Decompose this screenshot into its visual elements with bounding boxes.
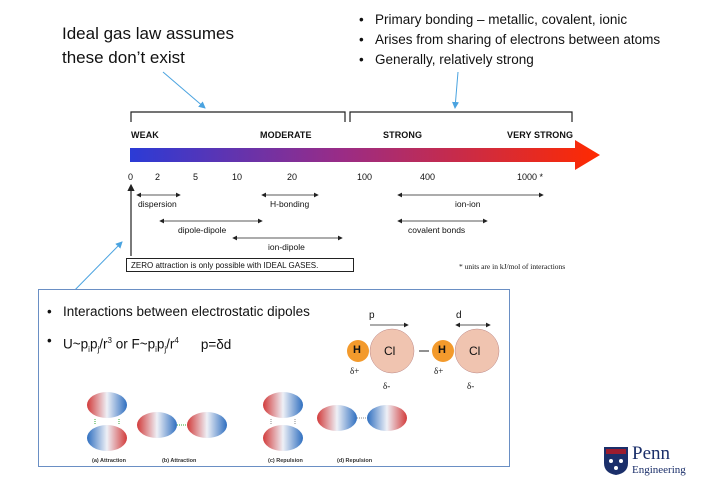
dipole-c-bottom [263,425,303,451]
tick-2: 2 [155,172,161,182]
dipole-a-top [87,392,127,418]
primary-bonding-bracket [349,111,573,122]
ideal-gas-bracket [130,111,346,122]
h-label-2: H [438,344,446,356]
covalent-bonds-label: covalent bonds [408,225,466,235]
h-label-1: H [353,344,361,356]
dipole-d-left [317,405,357,431]
dipole-bullet-2: U~pipj/r3 or F~pipj/r4p=δd [45,326,310,364]
dipole-b-right [187,412,227,438]
tick-400: 400 [420,172,436,182]
tick-10: 10 [232,172,243,182]
tick-0: 0 [128,172,134,182]
cl-label-2: Cl [469,344,481,358]
units-note: * units are in kJ/mol of interactions [459,262,566,271]
penn-logo-word: Penn [632,443,670,464]
zero-pointer [67,241,123,298]
dipole-d-right [367,405,407,431]
primary-bonding-bullet-3: Generally, relatively strong [357,50,660,70]
dipole-orientation-illustrations [87,392,407,451]
label-moderate: MODERATE [260,130,312,140]
h-atom-2 [432,340,454,362]
primary-bonding-bullet-1: Primary bonding – metallic, covalent, io… [357,10,660,30]
dipole-c-top [263,392,303,418]
label-weak: WEAK [131,130,159,140]
label-very-strong: VERY STRONG [507,130,574,140]
delta-minus-1: δ- [383,381,391,391]
penn-logo-sub: Engineering [632,464,686,476]
cl-label-1: Cl [384,344,396,358]
tick-5: 5 [193,172,199,182]
tick-100: 100 [357,172,373,182]
primary-bonding-bullet-2: Arises from sharing of electrons between… [357,30,660,50]
ion-dipole-label: ion-dipole [268,242,305,252]
ion-ion-label: ion-ion [455,199,481,209]
dipole-bullets: Interactions between electrostatic dipol… [45,297,310,364]
ideal-gas-note: Ideal gas law assumes these don’t exist [62,24,234,67]
strength-arrow [130,140,600,170]
dispersion-label: dispersion [138,199,177,209]
cl-atom-2 [454,328,500,374]
dipole-dipole-label: dipole-dipole [178,225,227,235]
hcl-dipole-diagram [347,322,500,374]
h-bonding-label: H-bonding [270,199,310,209]
caption-c: (c) Repulsion [268,458,303,464]
zero-attraction-note: ZERO attraction is only possible with ID… [126,258,354,272]
tick-20: 20 [287,172,298,182]
cl-atom-1 [369,328,415,374]
delta-plus-2: δ+ [434,366,444,376]
d-label: d [456,310,462,321]
dipole-bullet-1: Interactions between electrostatic dipol… [45,297,310,326]
caption-d: (d) Repulsion [337,458,373,464]
caption-b: (b) Attraction [162,458,197,464]
dipole-b-left [137,412,177,438]
penn-shield-icon [604,447,628,475]
caption-a: (a) Attraction [92,458,127,464]
primary-bonding-pointer [452,71,459,109]
delta-minus-2: δ- [467,381,475,391]
label-strong: STRONG [383,130,423,140]
h-atom-1 [347,340,369,362]
ideal-note-pointer [162,71,206,109]
primary-bonding-list: Primary bonding – metallic, covalent, io… [357,10,660,70]
dipole-a-bottom [87,425,127,451]
p-label: p [369,310,375,321]
tick-1000: 1000 * [517,172,544,182]
delta-plus-1: δ+ [350,366,360,376]
